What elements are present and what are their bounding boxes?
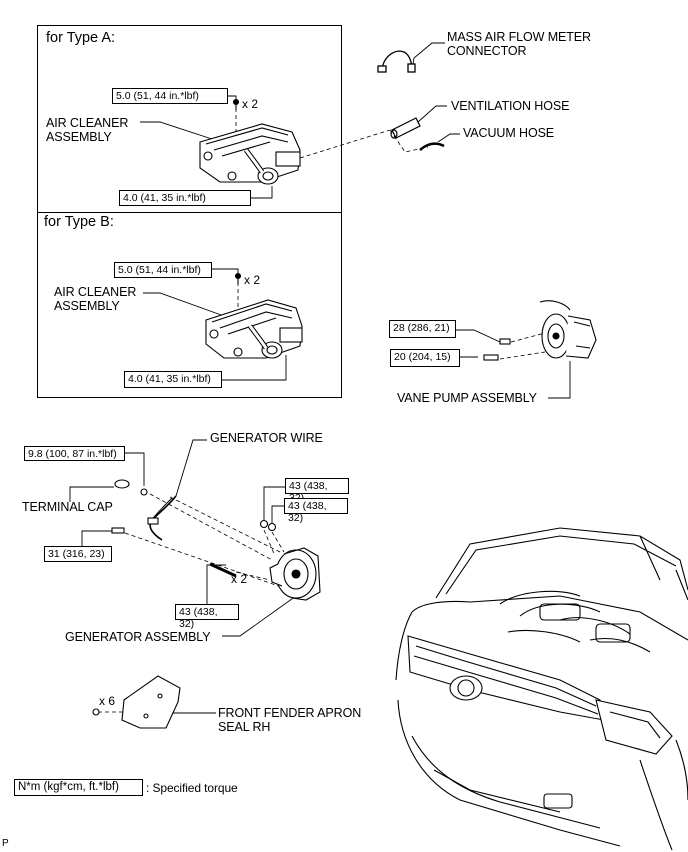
multiplier-b: x 2 xyxy=(244,273,261,287)
label-maf-connector-line1: MASS AIR FLOW METER xyxy=(447,30,591,44)
label-ventilation-hose: VENTILATION HOSE xyxy=(451,99,570,113)
vane-pump-part xyxy=(483,300,597,361)
label-air-cleaner-a-line2: ASSEMBLY xyxy=(46,130,112,144)
leader-lines xyxy=(69,42,571,714)
vehicle-front-view xyxy=(395,527,688,851)
label-fender-seal-line1: FRONT FENDER APRON xyxy=(218,706,362,720)
label-generator-wire: GENERATOR WIRE xyxy=(210,431,323,445)
torque-b-top: 5.0 (51, 44 in.*lbf) xyxy=(114,262,212,278)
label-fender-seal-line2: SEAL RH xyxy=(218,720,271,734)
legend-unit-box: N*m (kgf*cm, ft.*lbf) xyxy=(14,779,143,796)
multiplier-a: x 2 xyxy=(242,97,259,111)
maf-connector-part xyxy=(377,50,416,73)
type-b-heading: for Type B: xyxy=(44,214,114,230)
vacuum-hose-part xyxy=(419,142,445,151)
label-vane-pump: VANE PUMP ASSEMBLY xyxy=(397,391,537,405)
label-vacuum-hose: VACUUM HOSE xyxy=(463,126,555,140)
air-cleaner-a-part xyxy=(199,98,301,185)
torque-a-bottom: 4.0 (41, 35 in.*lbf) xyxy=(119,190,251,206)
multiplier-gen: x 2 xyxy=(231,572,248,586)
ventilation-hose-part xyxy=(390,117,421,139)
label-air-cleaner-a-line1: AIR CLEANER xyxy=(46,116,129,130)
label-air-cleaner-b-line2: ASSEMBLY xyxy=(54,299,120,313)
torque-gen-terminal: 9.8 (100, 87 in.*lbf) xyxy=(24,446,125,461)
label-terminal-cap: TERMINAL CAP xyxy=(22,500,113,514)
torque-gen-lower: 43 (438, 32) xyxy=(175,604,239,630)
torque-pump-lower: 20 (204, 15) xyxy=(390,349,460,367)
air-cleaner-b-part xyxy=(205,272,303,359)
corner-mark: P xyxy=(2,838,9,849)
torque-a-top: 5.0 (51, 44 in.*lbf) xyxy=(112,88,228,104)
label-air-cleaner-b-line1: AIR CLEANER xyxy=(54,285,137,299)
generator-part xyxy=(111,479,321,601)
label-generator-assembly: GENERATOR ASSEMBLY xyxy=(65,630,211,644)
type-a-heading: for Type A: xyxy=(46,30,116,46)
type-b-frame xyxy=(37,212,342,398)
torque-gen-upper-1: 43 (438, 32) xyxy=(285,478,349,504)
multiplier-seal: x 6 xyxy=(99,694,116,708)
torque-pump-upper: 28 (286, 21) xyxy=(389,320,456,338)
torque-b-bottom: 4.0 (41, 35 in.*lbf) xyxy=(124,371,222,388)
fender-seal-part xyxy=(92,675,181,729)
label-maf-connector-line2: CONNECTOR xyxy=(447,44,527,58)
legend-description: : Specified torque xyxy=(146,781,238,795)
torque-gen-wire-bolt: 31 (316, 23) xyxy=(44,546,112,562)
torque-gen-upper-2: 43 (438, 32) xyxy=(284,498,348,524)
